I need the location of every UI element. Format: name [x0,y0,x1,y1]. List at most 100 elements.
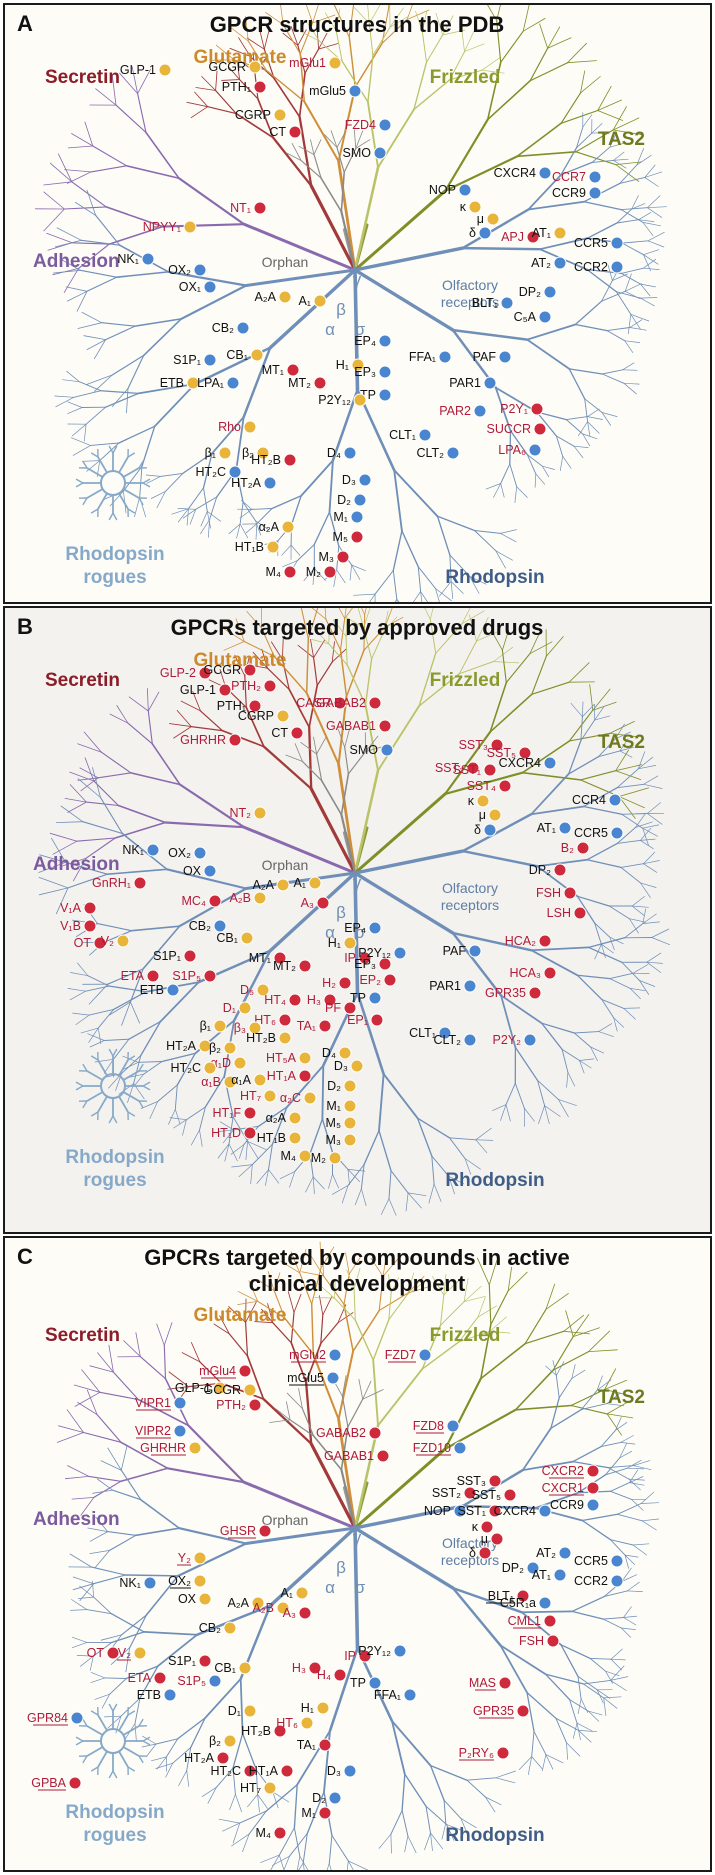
family-label-adhesion: Adhesion [33,251,120,272]
receptor-dot [586,1464,600,1478]
receptor-label: CGRP [235,108,271,122]
receptor-label: SST₄ [467,779,496,793]
receptor-node: α₁A [231,1073,267,1087]
family-label-rogues1: Rhodopsin [65,544,164,565]
receptor-label: GPBA [31,1776,66,1790]
receptor-label: CCR7 [552,170,586,184]
receptor-dot [163,1688,177,1702]
receptor-dot [588,170,602,184]
receptor-label: NT₂ [229,806,251,820]
receptor-dot [280,1764,294,1778]
receptor-label: μ [479,808,486,822]
receptor-dot [378,118,392,132]
receptor-label: FFA₁ [409,350,436,364]
receptor-node: HT₁A [267,1069,312,1083]
rogues-starburst [75,1703,151,1779]
receptor-label: APJ [501,230,524,244]
receptor-node: ETB [140,983,180,997]
receptor-label: D₅ [240,983,254,997]
receptor-dot [248,1398,262,1412]
family-label-frizzled: Frizzled [430,670,501,691]
annotation-olf1: Olfactory [442,880,498,896]
receptor-node: δ [474,823,497,837]
receptor-node: EP₃ [354,365,392,379]
receptor-label: NK₁ [117,252,139,266]
receptor-dot [263,679,277,693]
receptor-dot [368,1426,382,1440]
receptor-node: D₂ [327,1079,357,1093]
receptor-label: mGlu5 [309,84,346,98]
receptor-dot [233,1056,247,1070]
receptor-node: ETB [137,1688,177,1702]
receptor-dot [240,931,254,945]
receptor-label: β₁ [205,446,216,460]
receptor-dot [253,201,267,215]
receptor-node: A₂B [229,891,267,905]
receptor-dot [236,321,250,335]
receptor-node: CB₁ [226,348,264,362]
receptor-dot [378,365,392,379]
family-label-frizzled: Frizzled [430,1325,501,1346]
receptor-node: P2Y₁ [500,402,544,416]
receptor-node: α₂A [266,1111,302,1125]
receptor-label: C5R₁a [500,1596,536,1610]
receptor-label: CLT₂ [433,1033,461,1047]
receptor-node: HT₁A [249,1764,294,1778]
receptor-label: CXCR2 [542,1464,584,1478]
receptor-label: GABAB2 [316,696,366,710]
receptor-label: κ [472,1520,479,1534]
receptor-dot [498,779,512,793]
receptor-label: κ [468,794,475,808]
receptor-dot [418,1348,432,1362]
receptor-node: EP₁ [347,1013,384,1027]
receptor-node: V₁B [60,919,97,933]
panel-title: GPCRs targeted by compounds in active [144,1245,569,1270]
receptor-label: HT₂C [195,465,226,479]
receptor-dot [528,986,542,1000]
receptor-label: HT₄ [264,993,286,1007]
receptor-dot [203,280,217,294]
receptor-node: M₄ [280,1149,312,1163]
receptor-label: HT₅A [266,1051,297,1065]
receptor-node: CB₁ [214,1661,252,1675]
receptor-label: D₂ [312,1791,326,1805]
receptor-dot [343,1099,357,1113]
receptor-node: μ [479,808,502,822]
receptor-node: SUCCR [487,422,547,436]
receptor-dot [348,84,362,98]
receptor-dot [333,696,347,710]
receptor-node: HT₂B [251,453,297,467]
receptor-label: PAR1 [449,376,481,390]
receptor-node: MT₁ [262,363,300,377]
receptor-dot [203,864,217,878]
receptor-label: MT₁ [262,363,284,377]
receptor-dot [158,63,172,77]
receptor-label: SST₅ [487,746,516,760]
receptor-label: CCR2 [574,260,608,274]
annotation-beta: β [336,300,346,319]
receptor-dot [610,826,624,840]
receptor-label: SST₁ [452,763,481,777]
panel-title: GPCR structures in the PDB [210,12,505,37]
receptor-node: HT₁F [212,1106,257,1120]
receptor-node: HT₅A [266,1051,312,1065]
receptor-label: TA₁ [297,1738,316,1752]
receptor-label: SMO [350,743,379,757]
receptor-dot [503,1488,517,1502]
receptor-dot [290,726,304,740]
receptor-label: CT [271,726,288,740]
receptor-node: M₁ [326,1099,357,1113]
receptor-dot [213,919,227,933]
receptor-node: M₁ [333,510,364,524]
receptor-label: DP₂ [529,863,551,877]
receptor-node: HT₂C [195,465,242,479]
receptor-label: D₂ [327,1079,341,1093]
receptor-label: HT₂C [170,1061,201,1075]
receptor-dot [403,1688,417,1702]
receptor-label: DP₂ [519,285,541,299]
receptor-dot [446,1419,460,1433]
receptor-node: CCR5 [574,236,624,250]
receptor-label: CLT₂ [416,446,444,460]
receptor-dot [216,1751,230,1765]
